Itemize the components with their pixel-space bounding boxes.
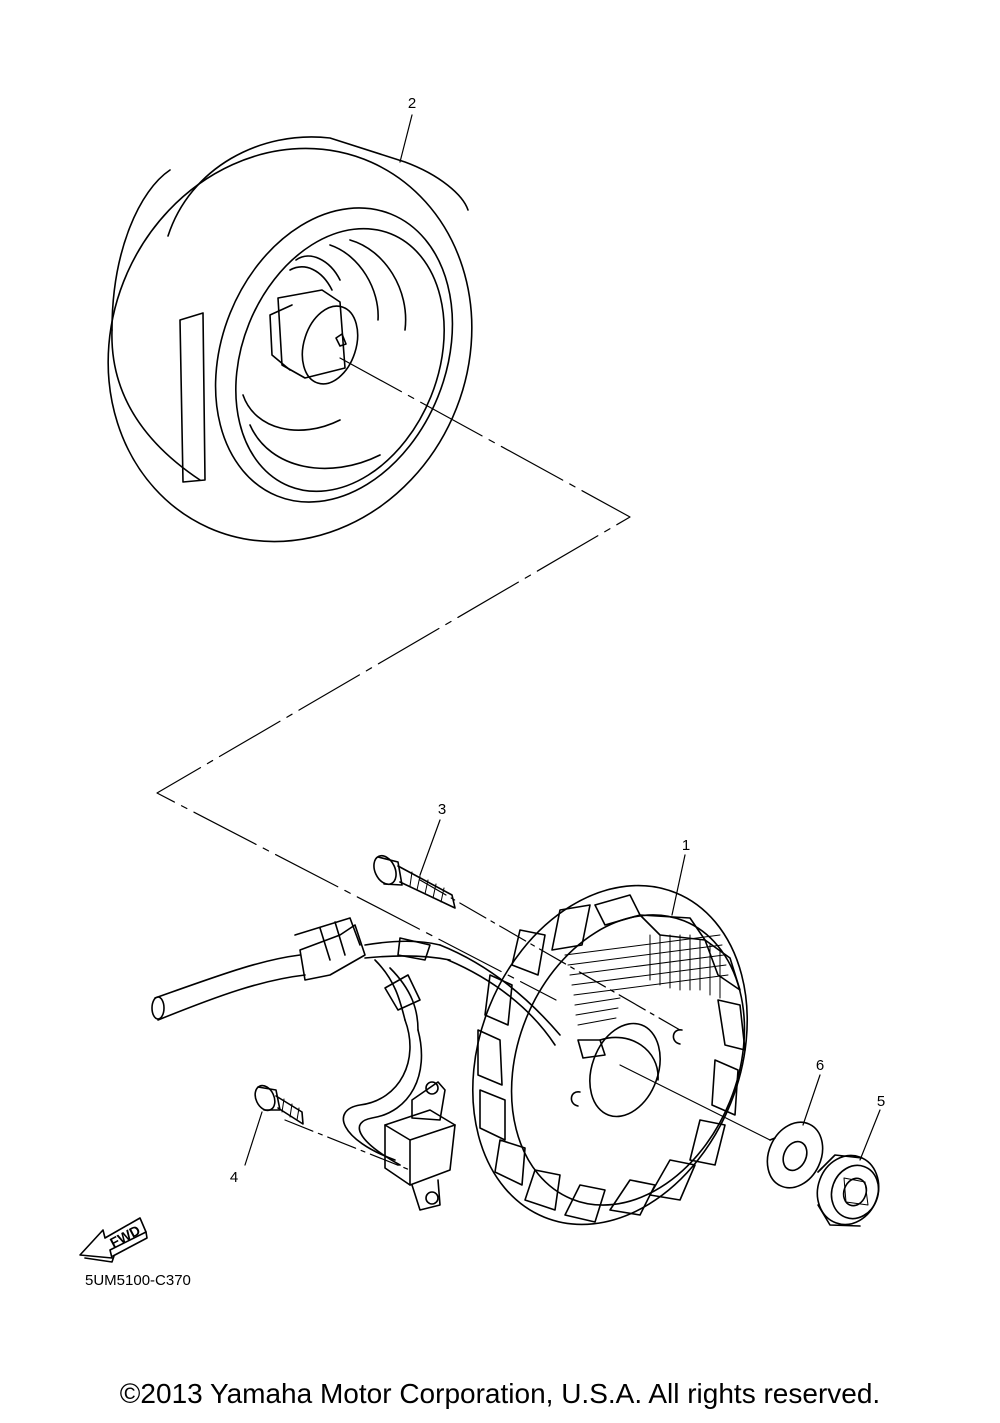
callout-part-4: 4 xyxy=(229,1169,239,1186)
callout-part-2: 2 xyxy=(407,95,417,112)
stator-wire-harness xyxy=(151,917,561,1166)
callout-part-6: 6 xyxy=(815,1057,825,1074)
callout-part-1: 1 xyxy=(681,837,691,854)
flange-nut xyxy=(816,1154,880,1227)
screw-lower xyxy=(254,1084,304,1125)
assembly-centerline xyxy=(156,357,771,1171)
fwd-arrow-icon: FWD xyxy=(79,1217,148,1263)
leader-lines xyxy=(244,114,881,1166)
flywheel-rotor xyxy=(107,136,473,543)
callout-part-3: 3 xyxy=(437,801,447,818)
washer xyxy=(766,1121,824,1189)
pickup-coil xyxy=(384,1081,456,1211)
copyright-notice: ©2013 Yamaha Motor Corporation, U.S.A. A… xyxy=(119,1378,881,1409)
drawing-code: 5UM5100-C370 xyxy=(85,1272,191,1289)
bolt-upper xyxy=(373,854,456,909)
callout-part-5: 5 xyxy=(876,1093,886,1110)
stator-assembly xyxy=(471,884,749,1226)
